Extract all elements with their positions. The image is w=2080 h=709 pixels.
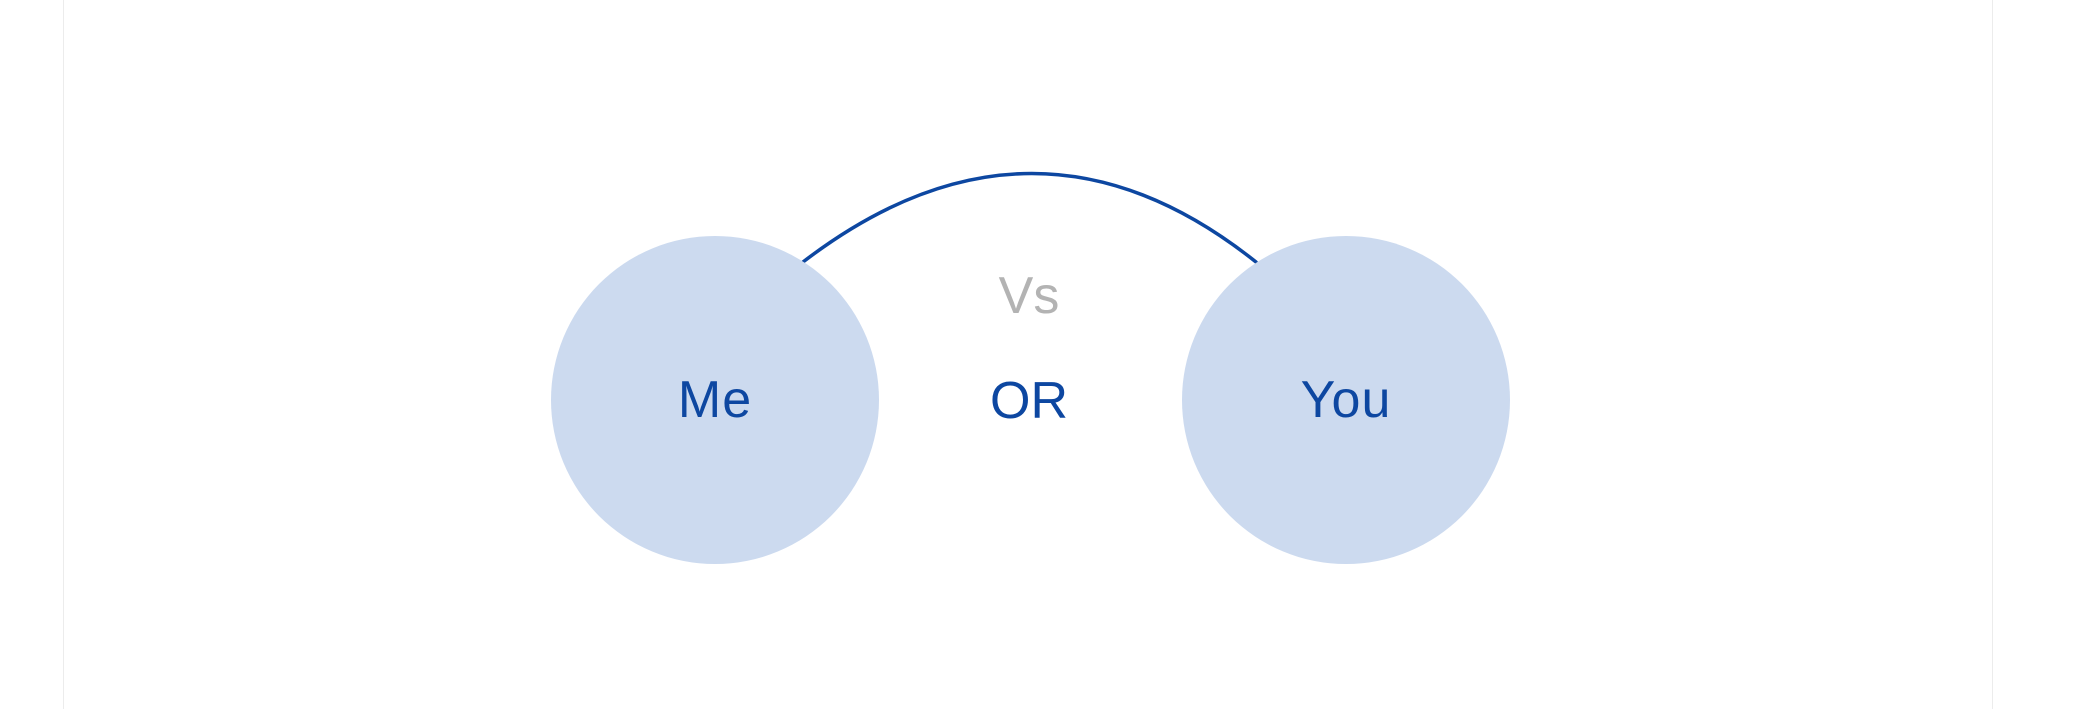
connector-arc xyxy=(801,171,1258,264)
circle-me-label: Me xyxy=(677,371,753,429)
circle-me: Me xyxy=(551,236,879,564)
circle-you: You xyxy=(1182,236,1510,564)
vs-label: Vs xyxy=(998,267,1060,325)
circle-you-label: You xyxy=(1300,371,1392,429)
or-label: OR xyxy=(990,372,1068,430)
content-card xyxy=(63,0,1993,709)
